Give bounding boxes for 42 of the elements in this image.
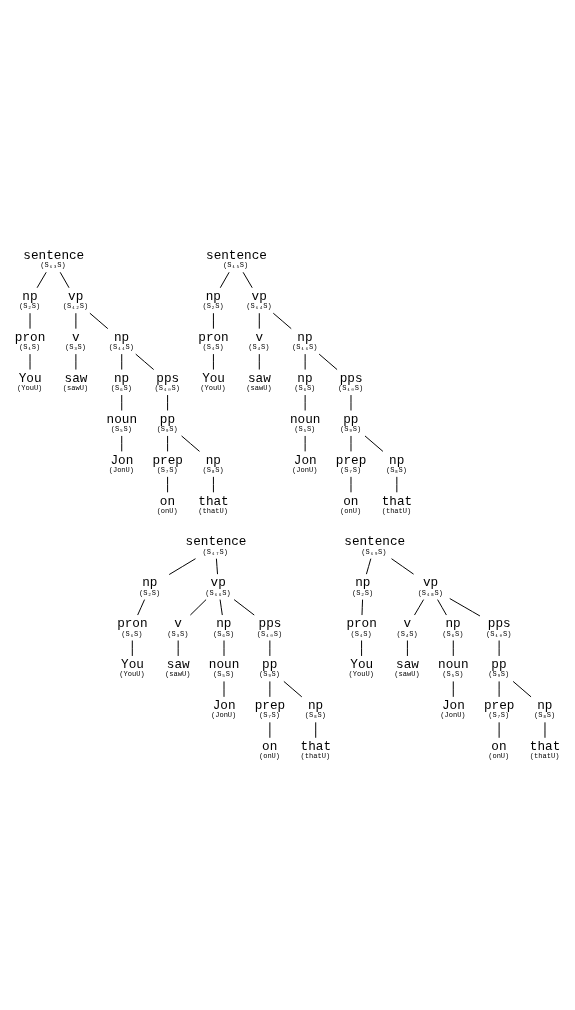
connector (219, 271, 230, 289)
connector (449, 598, 481, 617)
connector (121, 435, 123, 452)
connector (318, 353, 338, 371)
connector (167, 435, 169, 452)
connector (121, 394, 123, 411)
connector (189, 599, 207, 616)
connector (364, 435, 384, 452)
connector (406, 640, 408, 657)
connector (272, 312, 292, 330)
connector (135, 353, 155, 371)
connector (212, 476, 214, 493)
connector (89, 312, 109, 330)
connector (167, 394, 169, 411)
connector (212, 353, 214, 371)
connector (315, 721, 317, 739)
connector (181, 435, 200, 452)
connector (365, 558, 372, 575)
connector (167, 476, 169, 493)
connector (258, 312, 260, 330)
connector (391, 558, 415, 575)
connector (137, 599, 146, 616)
connector (59, 271, 70, 289)
connector (283, 680, 303, 698)
connector (168, 558, 196, 576)
connector (437, 599, 447, 616)
connector (215, 558, 218, 575)
connector (414, 599, 425, 616)
connector (36, 271, 47, 289)
connector (361, 599, 364, 616)
connector (212, 312, 214, 330)
connector (131, 640, 133, 657)
connector (219, 599, 223, 616)
connector (512, 680, 532, 698)
connector (233, 599, 255, 616)
connector (361, 640, 363, 657)
connector (452, 640, 454, 657)
connector (242, 271, 253, 289)
connector (452, 680, 454, 698)
connector (396, 476, 398, 493)
connector (258, 353, 260, 371)
connector (121, 353, 123, 371)
